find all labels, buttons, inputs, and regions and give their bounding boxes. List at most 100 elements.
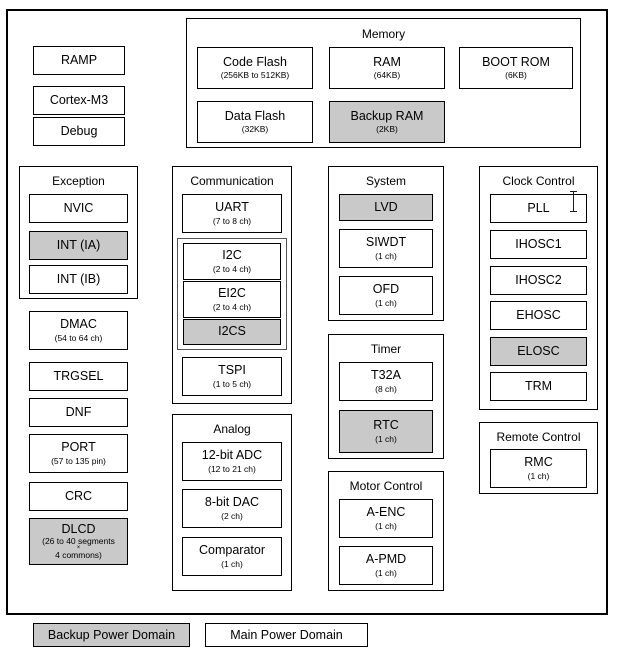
module-sublabel: (8 ch) — [375, 383, 397, 394]
legend-main-power-domain: Main Power Domain — [205, 623, 368, 647]
module-data-flash[interactable]: Data Flash (32KB) — [197, 101, 313, 143]
module-cortex-m3[interactable]: Cortex-M3 — [33, 86, 125, 115]
module-code-flash[interactable]: Code Flash (256KB to 512KB) — [197, 47, 313, 89]
module-elosc[interactable]: ELOSC — [490, 337, 587, 366]
module-ram[interactable]: RAM (64KB) — [329, 47, 445, 89]
module-sublabel: (1 ch) — [221, 558, 243, 569]
module-crc[interactable]: CRC — [29, 482, 128, 511]
module-label: 8-bit DAC — [204, 495, 260, 510]
module-sublabel-line2: 4 commons) — [55, 550, 102, 561]
module-pll[interactable]: PLL — [490, 194, 587, 223]
group-title-timer: Timer — [370, 342, 402, 356]
module-label: NVIC — [63, 200, 94, 215]
module-label: Cortex-M3 — [49, 92, 109, 107]
module-rtc[interactable]: RTC (1 ch) — [339, 410, 433, 453]
module-tspi[interactable]: TSPI (1 to 5 ch) — [182, 357, 282, 396]
module-ofd[interactable]: OFD (1 ch) — [339, 276, 433, 315]
group-title-communication: Communication — [190, 174, 274, 188]
module-label: INT (IA) — [56, 237, 101, 252]
module-label: Debug — [60, 123, 98, 138]
module-ramp[interactable]: RAMP — [33, 46, 125, 75]
legend-label: Main Power Domain — [230, 628, 343, 642]
module-sublabel: (1 ch) — [527, 470, 550, 481]
module-label: A-ENC — [366, 505, 406, 520]
module-label: T32A — [371, 368, 401, 383]
module-label: A-PMD — [365, 552, 407, 567]
module-trm[interactable]: TRM — [490, 372, 587, 401]
module-dlcd[interactable]: DLCD (26 to 40 segments × 4 commons) — [29, 518, 128, 565]
module-label: UART — [215, 200, 249, 215]
module-12bit-adc[interactable]: 12-bit ADC (12 to 21 ch) — [182, 442, 282, 481]
module-int-ib[interactable]: INT (IB) — [29, 265, 128, 294]
module-i2cs[interactable]: I2CS — [183, 319, 281, 345]
module-t32a[interactable]: T32A (8 ch) — [339, 362, 433, 401]
module-sublabel: (1 ch) — [375, 250, 397, 261]
module-sublabel: (7 to 8 ch) — [212, 215, 252, 226]
module-label: ELOSC — [517, 343, 560, 358]
module-ei2c[interactable]: EI2C (2 to 4 ch) — [183, 281, 281, 318]
group-title-memory: Memory — [361, 27, 406, 41]
module-sublabel-multiply: × — [76, 545, 81, 552]
ibeam-stem — [573, 191, 574, 212]
module-8bit-dac[interactable]: 8-bit DAC (2 ch) — [182, 489, 282, 528]
module-label: TRM — [524, 378, 553, 393]
module-ihosc1[interactable]: IHOSC1 — [490, 230, 587, 259]
module-label: LVD — [374, 199, 398, 214]
module-label: DMAC — [60, 317, 97, 332]
module-label: RTC — [373, 418, 399, 433]
module-sublabel: (2 to 4 ch) — [212, 263, 252, 274]
module-int-ia[interactable]: INT (IA) — [29, 231, 128, 260]
module-a-enc[interactable]: A-ENC (1 ch) — [339, 499, 433, 538]
group-title-clock-control: Clock Control — [502, 174, 575, 188]
module-label: CRC — [64, 488, 93, 503]
module-dmac[interactable]: DMAC (54 to 64 ch) — [29, 311, 128, 350]
module-label: Backup RAM — [350, 108, 424, 123]
module-label: EHOSC — [516, 307, 561, 322]
module-label: DNF — [65, 404, 92, 419]
module-sublabel: (6KB) — [505, 70, 527, 81]
module-debug[interactable]: Debug — [33, 117, 125, 146]
legend-label: Backup Power Domain — [47, 628, 176, 642]
module-a-pmd[interactable]: A-PMD (1 ch) — [339, 546, 433, 585]
group-title-motor-control: Motor Control — [349, 479, 423, 493]
module-siwdt[interactable]: SIWDT (1 ch) — [339, 229, 433, 268]
module-sublabel: (64KB) — [373, 70, 401, 81]
module-label: PLL — [527, 200, 550, 215]
module-label: RAMP — [60, 52, 98, 67]
module-lvd[interactable]: LVD — [339, 194, 433, 221]
module-boot-rom[interactable]: BOOT ROM (6KB) — [459, 47, 573, 89]
module-sublabel: (1 ch) — [375, 520, 397, 531]
module-rmc[interactable]: RMC (1 ch) — [490, 449, 587, 488]
module-label: DLCD — [61, 522, 96, 537]
module-ehosc[interactable]: EHOSC — [490, 301, 587, 330]
module-sublabel: (26 to 40 segments — [42, 535, 115, 546]
group-title-system: System — [365, 174, 406, 188]
module-label: TSPI — [218, 363, 246, 378]
module-ihosc2[interactable]: IHOSC2 — [490, 266, 587, 295]
module-backup-ram[interactable]: Backup RAM (2KB) — [329, 101, 445, 143]
module-sublabel: (1 ch) — [375, 567, 397, 578]
module-sublabel: (57 to 135 pin) — [51, 455, 106, 466]
module-label: SIWDT — [365, 235, 407, 250]
module-comparator[interactable]: Comparator (1 ch) — [182, 537, 282, 576]
module-i2c[interactable]: I2C (2 to 4 ch) — [183, 243, 281, 280]
module-sublabel: (1 ch) — [375, 297, 397, 308]
group-title-exception: Exception — [52, 174, 105, 188]
module-sublabel: (1 ch) — [375, 433, 397, 444]
module-port[interactable]: PORT (57 to 135 pin) — [29, 434, 128, 473]
module-label: 12-bit ADC — [201, 448, 263, 463]
module-sublabel: (1 to 5 ch) — [212, 378, 252, 389]
module-sublabel: (2 to 4 ch) — [212, 301, 252, 312]
module-dnf[interactable]: DNF — [29, 398, 128, 427]
module-label: INT (IB) — [56, 271, 101, 286]
module-nvic[interactable]: NVIC — [29, 194, 128, 223]
module-label: RAM — [373, 54, 401, 69]
module-label: I2CS — [218, 324, 246, 339]
group-title-remote-control: Remote Control — [496, 430, 581, 444]
module-uart[interactable]: UART (7 to 8 ch) — [182, 194, 282, 233]
module-label: Code Flash — [223, 54, 287, 69]
module-trgsel[interactable]: TRGSEL — [29, 362, 128, 391]
module-label: IHOSC2 — [515, 272, 562, 287]
module-label: RMC — [524, 455, 553, 470]
